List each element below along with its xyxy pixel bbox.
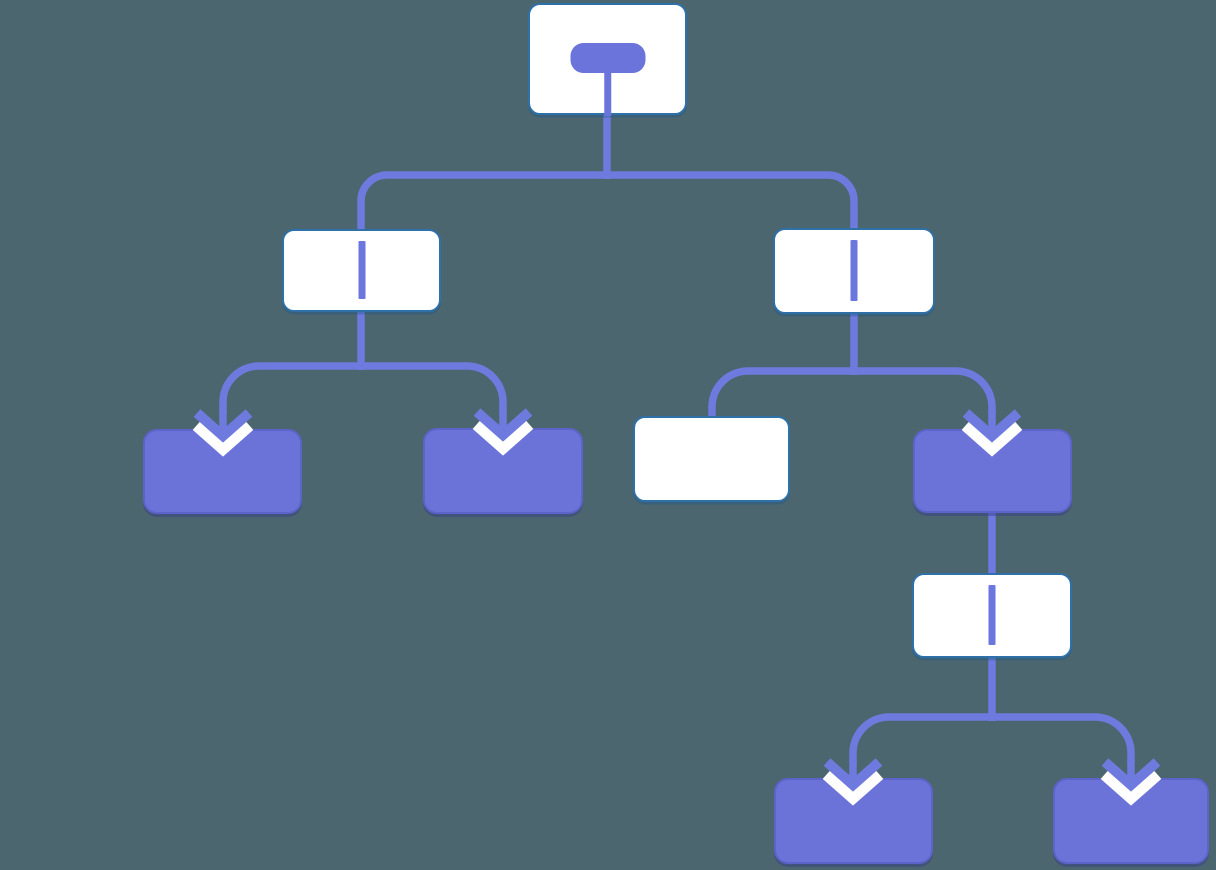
node-content-bar: [358, 241, 365, 299]
connector-branch: [854, 367, 996, 413]
branch-node-left[interactable]: [282, 229, 441, 312]
topic-pill: [570, 43, 645, 73]
collapse-chevron-icon[interactable]: [961, 409, 1023, 457]
topic-stem: [603, 69, 612, 116]
collapse-chevron-icon[interactable]: [472, 408, 534, 456]
collapsed-leaf-node-1[interactable]: [143, 429, 302, 514]
connector-branch: [708, 367, 854, 420]
root-topic-node[interactable]: [528, 3, 687, 116]
connector-branch: [357, 171, 607, 232]
node-content-bar: [988, 585, 996, 645]
connector-branch: [361, 362, 507, 412]
plain-leaf-node[interactable]: [633, 416, 790, 502]
collapsed-branch-node-3[interactable]: [913, 429, 1072, 513]
collapse-chevron-icon[interactable]: [822, 758, 884, 806]
collapse-chevron-icon[interactable]: [1100, 758, 1162, 806]
connector-branch: [992, 713, 1135, 762]
connector-branch: [219, 362, 361, 413]
connector-branch: [607, 171, 858, 231]
branch-node-right[interactable]: [773, 228, 935, 314]
branch-node-lower[interactable]: [912, 573, 1072, 658]
node-content-bar: [850, 240, 858, 301]
collapse-chevron-icon[interactable]: [192, 409, 254, 457]
connector-branch: [849, 713, 992, 762]
